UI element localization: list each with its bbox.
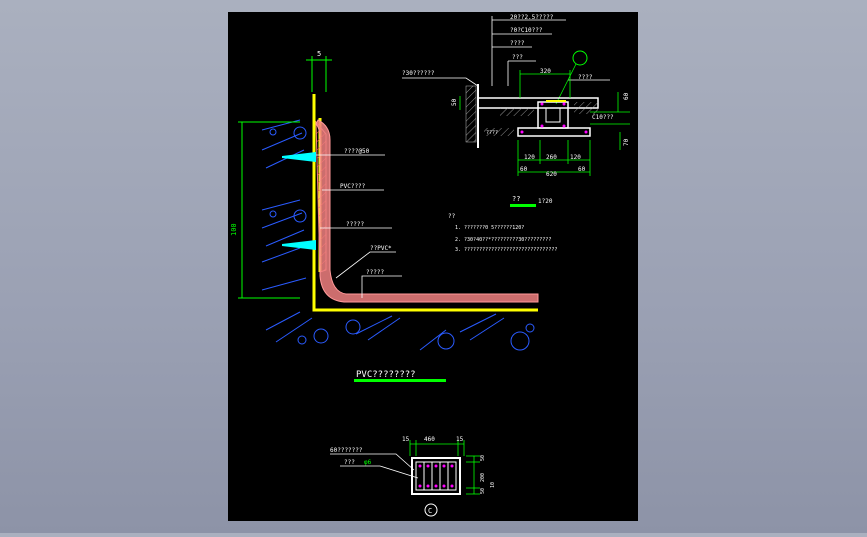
drawing-sheet (228, 12, 638, 521)
gutter-label-grate: ??? (512, 54, 523, 61)
gutter-dim-70: 70 (623, 138, 630, 146)
section-marker-icon (424, 503, 438, 517)
grate-dim-10: 10 (490, 482, 496, 488)
main-detail: 100 5 ????@50 PVC???? ????? (230, 50, 539, 382)
gutter-detail: 20??2.5????? ?0?C10??? ???? ??? ?30?????… (402, 14, 630, 207)
top-dimension (306, 56, 332, 92)
grate-dim-50-top: 50 (480, 455, 486, 461)
top-dimension-label: 5 (317, 50, 321, 58)
label-pvc-sheet: PVC???? (340, 183, 366, 190)
gutter-label-slope: ???? (510, 40, 525, 47)
grate-dim-460: 460 (424, 436, 435, 443)
leader-lines (316, 154, 402, 298)
grate-label-bar: ??? (344, 459, 355, 466)
notes-heading: ?? (448, 213, 456, 220)
grate-detail: 15 460 15 50 200 50 10 60??????? ??? φ6 … (330, 436, 496, 517)
gutter-label-mesh: 20??2.5????? (510, 14, 554, 21)
label-membrane: ????? (346, 221, 364, 228)
anchor-bolt-icon (282, 152, 316, 162)
gutter-scale: 1?20 (538, 198, 553, 205)
notes-item-1: 1. ???????0 5??????120? (455, 225, 524, 231)
grate-dim-15-left: 15 (402, 436, 410, 443)
gutter-title-bar (510, 204, 536, 207)
gutter-dim-60-bottom: 60 (578, 166, 586, 173)
section-marker-label: C (428, 507, 432, 515)
height-dimension (238, 121, 300, 299)
soil-hatch-bottom (265, 311, 535, 351)
gutter-dim-260: 260 (546, 154, 557, 161)
gutter-dim-620: 620 (546, 171, 557, 178)
grate-dim-15-right: 15 (456, 436, 464, 443)
gutter-dim-50: 50 (451, 98, 458, 106)
callout-circle-icon (572, 50, 588, 66)
gutter-label-angle: ?30?????? (402, 70, 435, 77)
notes-item-2: 2. ?30?40??*?????????30????????? (455, 237, 551, 243)
gutter-label-concrete: ?0?C10??? (510, 27, 543, 34)
label-bolt-spacing: ????@50 (344, 148, 370, 155)
gutter-dim-320: 320 (540, 68, 551, 75)
main-detail-title-bar (354, 379, 446, 382)
grate-dim-50-bottom: 50 (480, 488, 486, 494)
grate-label-phi: φ6 (364, 459, 372, 466)
gutter-dim-60-left: 60 (520, 166, 528, 173)
label-floor: ????? (366, 269, 384, 276)
grate-label-frame: 60??????? (330, 447, 363, 454)
gutter-dim-120-right: 120 (570, 154, 581, 161)
gutter-dim-60-right: 60 (623, 92, 630, 100)
anchor-bolt-icon (282, 240, 316, 250)
soil-hatch-left (261, 119, 307, 291)
grate-dim-200: 200 (480, 473, 486, 482)
gutter-label-fill: ???? (486, 130, 498, 136)
main-detail-title: PVC???????? (356, 370, 416, 380)
label-pvc-corner: ??PVC* (370, 245, 392, 252)
pvc-membrane (315, 119, 539, 303)
gutter-title: ?? (512, 195, 520, 203)
notes-item-3: 3. ??????????????????????????????? (455, 247, 557, 253)
height-dimension-label: 100 (230, 223, 238, 236)
gutter-label-c10: C10??? (592, 114, 614, 121)
gutter-label-drain: ???? (578, 74, 593, 81)
gutter-dim-120-left: 120 (524, 154, 535, 161)
notes: ?? 1. ???????0 5??????120? 2. ?30?40??*?… (448, 213, 557, 253)
